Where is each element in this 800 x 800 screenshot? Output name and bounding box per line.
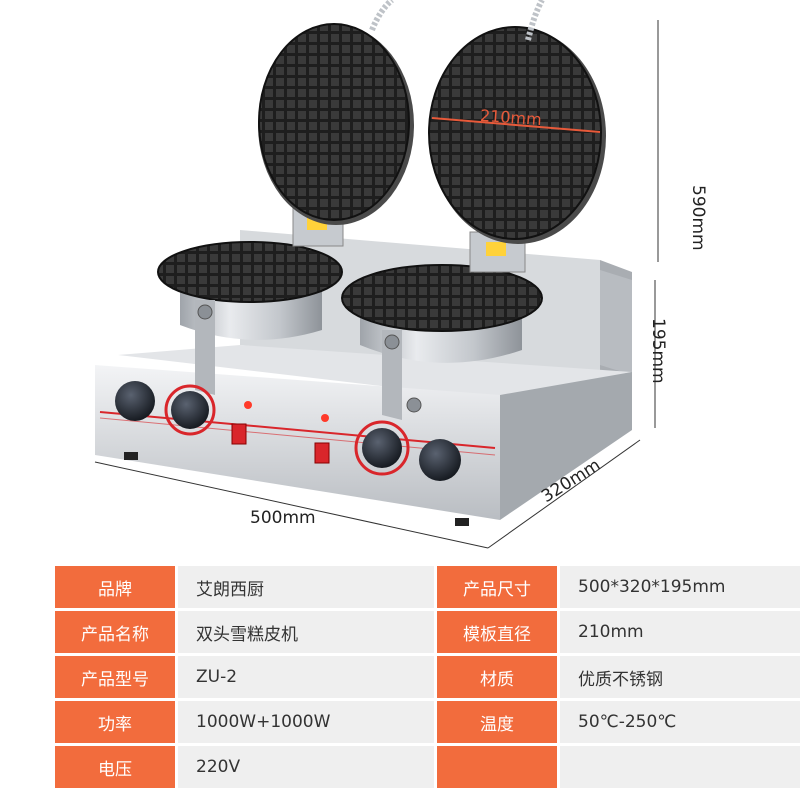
spec-key: 产品型号 bbox=[55, 656, 175, 698]
left-upper-plate bbox=[258, 23, 410, 221]
indicator-light-right bbox=[321, 414, 329, 422]
spec-value: 210mm bbox=[560, 611, 800, 653]
spec-value: 50℃-250℃ bbox=[560, 701, 800, 743]
timer-knob-left bbox=[171, 391, 209, 429]
product-illustration: 500mm 320mm 590mm 195mm 210mm bbox=[94, 0, 708, 549]
right-upper-plate bbox=[428, 26, 602, 240]
height-dimension-label: 590mm bbox=[688, 185, 708, 251]
left-lower-plate bbox=[157, 241, 343, 303]
spec-value: 优质不锈钢 bbox=[560, 656, 800, 698]
table-row: 品牌 艾朗西厨 产品尺寸 500*320*195mm bbox=[55, 566, 800, 608]
spec-key: 模板直径 bbox=[437, 611, 557, 653]
spec-value bbox=[560, 746, 800, 788]
table-row: 产品名称 双头雪糕皮机 模板直径 210mm bbox=[55, 611, 800, 653]
spec-key: 温度 bbox=[437, 701, 557, 743]
spec-value: 220V bbox=[178, 746, 434, 788]
width-dimension-label: 500mm bbox=[250, 508, 316, 528]
thermostat-knob-right bbox=[419, 439, 461, 481]
spec-key: 材质 bbox=[437, 656, 557, 698]
spec-key: 品牌 bbox=[55, 566, 175, 608]
plate-diameter-line bbox=[431, 117, 601, 133]
waffle-maker-image bbox=[94, 0, 659, 549]
spec-value: 500*320*195mm bbox=[560, 566, 800, 608]
spec-key: 电压 bbox=[55, 746, 175, 788]
spec-value: ZU-2 bbox=[178, 656, 434, 698]
spec-value: 艾朗西厨 bbox=[178, 566, 434, 608]
top-deck bbox=[118, 345, 632, 400]
side-panel bbox=[500, 372, 632, 520]
spec-key: 产品尺寸 bbox=[437, 566, 557, 608]
timer-knob-right bbox=[362, 428, 402, 468]
table-row: 功率 1000W+1000W 温度 50℃-250℃ bbox=[55, 701, 800, 743]
thermostat-knob-left bbox=[115, 381, 155, 421]
table-row: 电压 220V bbox=[55, 746, 800, 788]
left-heating-bowl bbox=[180, 290, 322, 340]
spec-table: 品牌 艾朗西厨 产品尺寸 500*320*195mm 产品名称 双头雪糕皮机 模… bbox=[52, 563, 800, 791]
right-lower-plate bbox=[341, 264, 543, 332]
table-row: 产品型号 ZU-2 材质 优质不锈钢 bbox=[55, 656, 800, 698]
power-switch-left bbox=[231, 423, 247, 445]
spec-key: 产品名称 bbox=[55, 611, 175, 653]
power-switch-right bbox=[314, 442, 330, 464]
spec-key bbox=[437, 746, 557, 788]
spec-key: 功率 bbox=[55, 701, 175, 743]
spec-value: 双头雪糕皮机 bbox=[178, 611, 434, 653]
spec-value: 1000W+1000W bbox=[178, 701, 434, 743]
indicator-light-left bbox=[244, 401, 252, 409]
base-height-dimension-label: 195mm bbox=[648, 318, 668, 384]
